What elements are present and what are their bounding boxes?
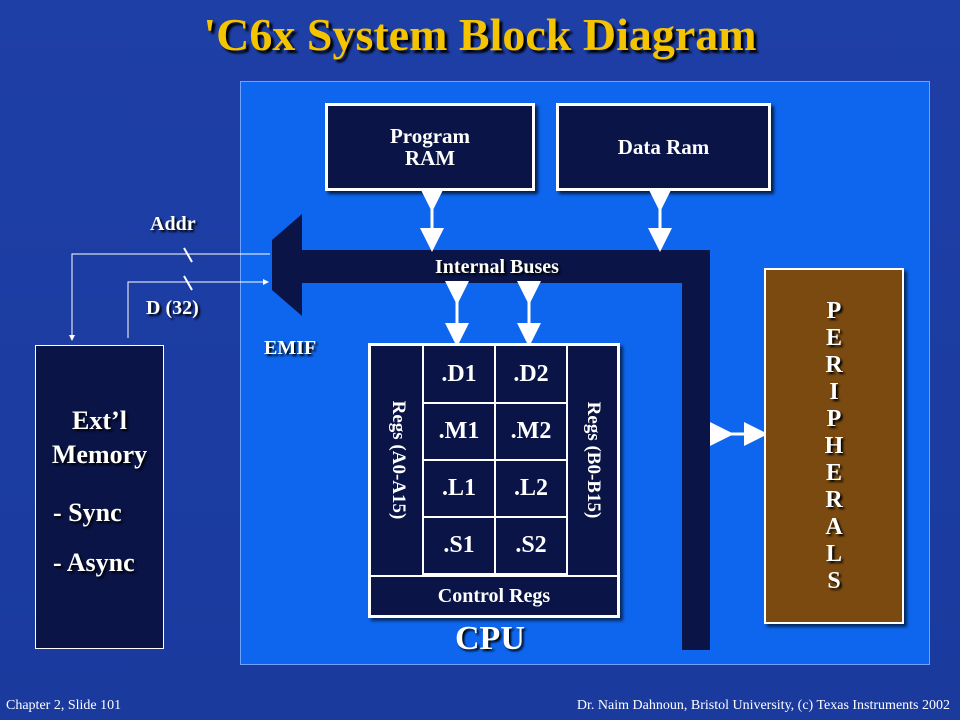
regs-a-label: Regs (A0-A15) <box>388 400 409 520</box>
emif-shape <box>272 214 302 316</box>
internal-bus-horizontal <box>300 250 710 283</box>
peripherals-letter: R <box>825 351 843 378</box>
unit-l1: .L1 <box>424 461 496 518</box>
cpu-label: CPU <box>455 620 525 657</box>
peripherals-letter: R <box>825 486 843 513</box>
unit-m2: .M2 <box>496 404 568 461</box>
external-memory-block: Ext’l Memory - Sync - Async <box>35 345 164 649</box>
peripherals-letter: A <box>825 513 843 540</box>
slide-title: 'C6x System Block Diagram <box>203 9 757 60</box>
regs-b-column: Regs (B0-B15) <box>568 346 617 575</box>
footer-credit: Dr. Naim Dahnoun, Bristol University, (c… <box>576 698 950 713</box>
unit-m1: .M1 <box>424 404 496 461</box>
unit-d1: .D1 <box>424 346 496 404</box>
ext-memory-title-1: Ext’l <box>72 406 127 435</box>
unit-s2: .S2 <box>496 518 568 575</box>
cpu-block: Regs (A0-A15) .D1 .M1 .L1 .S1 .D2 .M2 .L… <box>368 343 620 618</box>
internal-bus-vertical <box>682 250 710 650</box>
control-regs: Control Regs <box>371 575 617 615</box>
ext-memory-sync: - Sync <box>53 498 122 527</box>
footer-chapter: Chapter 2, Slide 101 <box>6 698 122 713</box>
ram-bus-arrows <box>420 188 768 446</box>
ext-memory-async: - Async <box>53 548 135 577</box>
data-ram-block: Data Ram <box>556 103 771 191</box>
data-bus-label: D (32) <box>146 297 199 319</box>
emif-label: EMIF <box>264 337 317 359</box>
addr-label: Addr <box>150 213 196 235</box>
peripherals-letter: P <box>826 405 842 432</box>
unit-l2: .L2 <box>496 461 568 518</box>
peripherals-letter: E <box>825 324 842 351</box>
regs-b-label: Regs (B0-B15) <box>583 401 604 519</box>
peripherals-letter: P <box>826 297 842 324</box>
unit-s1: .S1 <box>424 518 496 575</box>
unit-d2: .D2 <box>496 346 568 404</box>
bus-width-ticks <box>183 247 193 291</box>
ext-memory-title-2: Memory <box>51 440 148 469</box>
peripherals-letter: E <box>825 459 842 486</box>
internal-buses-label: Internal Buses <box>435 256 559 278</box>
regs-a-column: Regs (A0-A15) <box>371 346 424 575</box>
program-ram-label: Program RAM <box>389 124 471 170</box>
peripherals-letter: I <box>829 378 839 405</box>
peripherals-letter: L <box>825 540 842 567</box>
peripherals-letter: H <box>824 432 844 459</box>
data-ram-label: Data Ram <box>617 134 710 159</box>
peripherals-letter: S <box>827 567 841 594</box>
external-wires <box>69 253 270 341</box>
